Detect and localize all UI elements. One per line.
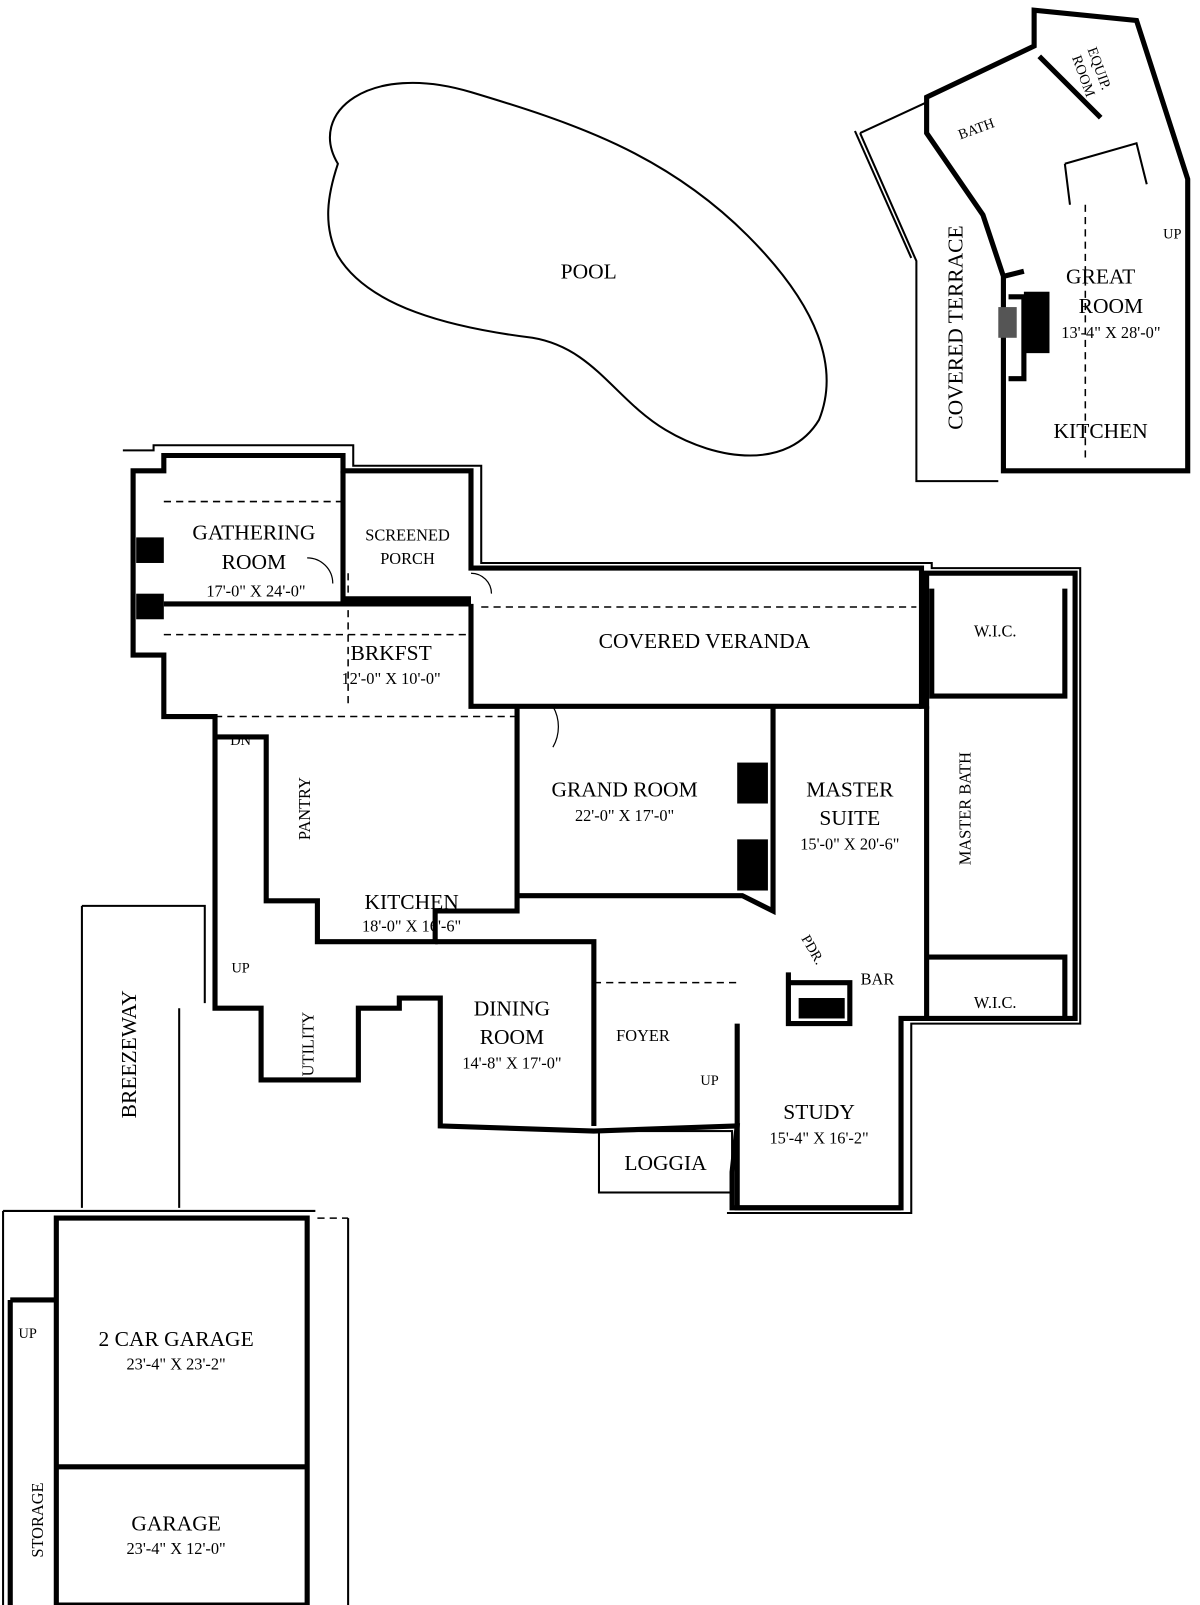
great-room-label-2: ROOM (1079, 294, 1143, 318)
garage-dim: 23'-4" X 12'-0" (126, 1539, 225, 1558)
wic-bottom-label: W.I.C. (974, 993, 1017, 1012)
pantry-label: PANTRY (295, 777, 314, 840)
two-car-garage-label: 2 CAR GARAGE (99, 1327, 254, 1351)
bar-label: BAR (861, 970, 895, 989)
dn-label: DN (230, 733, 251, 749)
two-car-garage-dim: 23'-4" X 23'-2" (126, 1355, 225, 1374)
dining-room-label: DINING (474, 996, 550, 1020)
dining-room-label-2: ROOM (480, 1025, 544, 1049)
pdr-label: PDR. (798, 932, 828, 967)
master-suite-label-2: SUITE (819, 806, 880, 830)
grand-room-label: GRAND ROOM (551, 777, 697, 801)
pool-house: COVERED TERRACE BATH EQUIP. ROOM UP GREA… (854, 7, 1191, 483)
utility-label: UTILITY (298, 1012, 317, 1077)
garage-up-label: UP (18, 1326, 36, 1342)
storage-label: STORAGE (28, 1482, 47, 1557)
master-bath-label: MASTER BATH (956, 752, 975, 865)
pool-house-up-label: UP (1163, 226, 1181, 242)
screened-porch-label: SCREENED (365, 525, 450, 544)
dining-room-dim: 14'-8" X 17'-0" (462, 1054, 561, 1073)
breezeway-label: BREEZEWAY (117, 990, 141, 1118)
foyer-up-label: UP (700, 1073, 718, 1089)
covered-terrace-label: COVERED TERRACE (943, 225, 967, 429)
garage (2, 1209, 350, 1605)
loggia-label: LOGGIA (624, 1151, 707, 1175)
garage-label: GARAGE (131, 1511, 221, 1535)
study-dim: 15'-4" X 16'-2" (769, 1128, 868, 1147)
pool-outline (327, 81, 828, 457)
bath-label: BATH (956, 115, 997, 143)
gathering-room-dim: 17'-0" X 24'-0" (206, 582, 305, 601)
kitchen-dim: 18'-0" X 16'-6" (362, 916, 461, 935)
master-suite-dim: 15'-0" X 20'-6" (800, 835, 899, 854)
brkfst-label: BRKFST (351, 641, 432, 665)
gathering-room-label: GATHERING (192, 520, 315, 544)
gathering-room-label-2: ROOM (222, 550, 286, 574)
kitchen-label: KITCHEN (364, 890, 459, 914)
main-house (80, 444, 1082, 1214)
screened-porch-label-2: PORCH (380, 549, 435, 568)
pool-label: POOL (561, 259, 617, 283)
study-label: STUDY (783, 1100, 855, 1124)
wic-top-label: W.I.C. (974, 622, 1017, 641)
pool-house-kitchen-label: KITCHEN (1054, 419, 1149, 443)
foyer-label: FOYER (616, 1026, 670, 1045)
great-room-dim: 13'-4" X 28'-0" (1061, 323, 1160, 342)
master-suite-label: MASTER (806, 777, 894, 801)
brkfst-dim: 12'-0" X 10'-0" (342, 669, 441, 688)
covered-veranda-label: COVERED VERANDA (599, 629, 811, 653)
grand-room-dim: 22'-0" X 17'-0" (575, 806, 674, 825)
stair-up-label: UP (231, 960, 249, 976)
great-room-label: GREAT (1066, 265, 1135, 289)
